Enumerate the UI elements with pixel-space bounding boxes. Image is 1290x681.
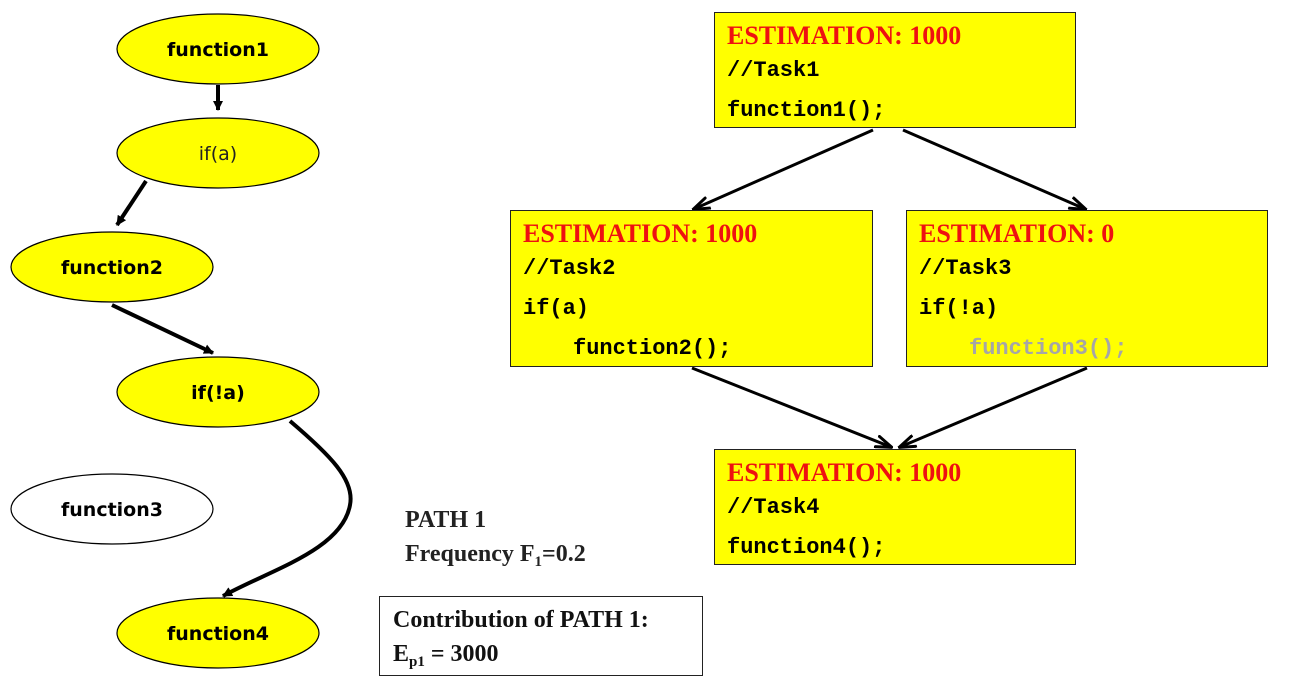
- estimation-label: ESTIMATION: 1000: [727, 21, 962, 50]
- task-box-task4: ESTIMATION: 1000 //Task4 function4();: [714, 449, 1076, 565]
- task-comment: //Task2: [523, 256, 616, 281]
- estimation-label: ESTIMATION: 1000: [523, 219, 758, 248]
- code-line: function1();: [727, 98, 886, 123]
- estimation-label: ESTIMATION: 1000: [727, 458, 962, 487]
- node-if-a: if(a): [116, 117, 320, 189]
- code-line-inactive: function3();: [969, 336, 1128, 361]
- edge-if-not-a-function4: [222, 419, 353, 598]
- node-function1: function1: [116, 13, 320, 85]
- node-label: function4: [167, 623, 269, 645]
- path-title: PATH 1: [405, 507, 487, 533]
- edge-task2-task4: [691, 366, 891, 447]
- task-box-task2: ESTIMATION: 1000 //Task2 if(a) function2…: [510, 210, 873, 367]
- node-if-not-a: if(!a): [116, 356, 320, 428]
- task-comment: //Task1: [727, 58, 820, 83]
- task-box-task3: ESTIMATION: 0 //Task3 if(!a) function3()…: [906, 210, 1268, 367]
- contribution-value: Ep1 = 3000: [393, 641, 499, 670]
- node-label: function1: [167, 39, 269, 61]
- code-line: function4();: [727, 535, 886, 560]
- node-label: function3: [61, 499, 163, 521]
- node-function2: function2: [10, 231, 214, 303]
- node-label: function2: [61, 257, 163, 279]
- code-line: if(!a): [919, 296, 999, 321]
- task-comment: //Task4: [727, 495, 820, 520]
- edge-task1-task3: [902, 128, 1085, 209]
- node-function4: function4: [116, 597, 320, 669]
- path-frequency: Frequency F1=0.2: [405, 541, 586, 570]
- edge-task1-task2: [694, 128, 874, 209]
- task-comment: //Task3: [919, 256, 1012, 281]
- estimation-label: ESTIMATION: 0: [919, 219, 1115, 248]
- path-info: PATH 1 Frequency F1=0.2: [405, 503, 586, 571]
- edge-task3-task4: [900, 366, 1088, 447]
- code-line: function2();: [573, 336, 732, 361]
- node-label: if(!a): [191, 382, 245, 404]
- node-function3: function3: [10, 473, 214, 545]
- edge-if-a-function2: [115, 179, 148, 227]
- contribution-title: Contribution of PATH 1:: [393, 607, 649, 633]
- edge-function2-if-not-a: [111, 303, 214, 355]
- node-label: if(a): [199, 143, 237, 165]
- code-line: if(a): [523, 296, 590, 321]
- task-box-task1: ESTIMATION: 1000 //Task1 function1();: [714, 12, 1076, 128]
- contribution-box: Contribution of PATH 1: Ep1 = 3000: [379, 596, 703, 676]
